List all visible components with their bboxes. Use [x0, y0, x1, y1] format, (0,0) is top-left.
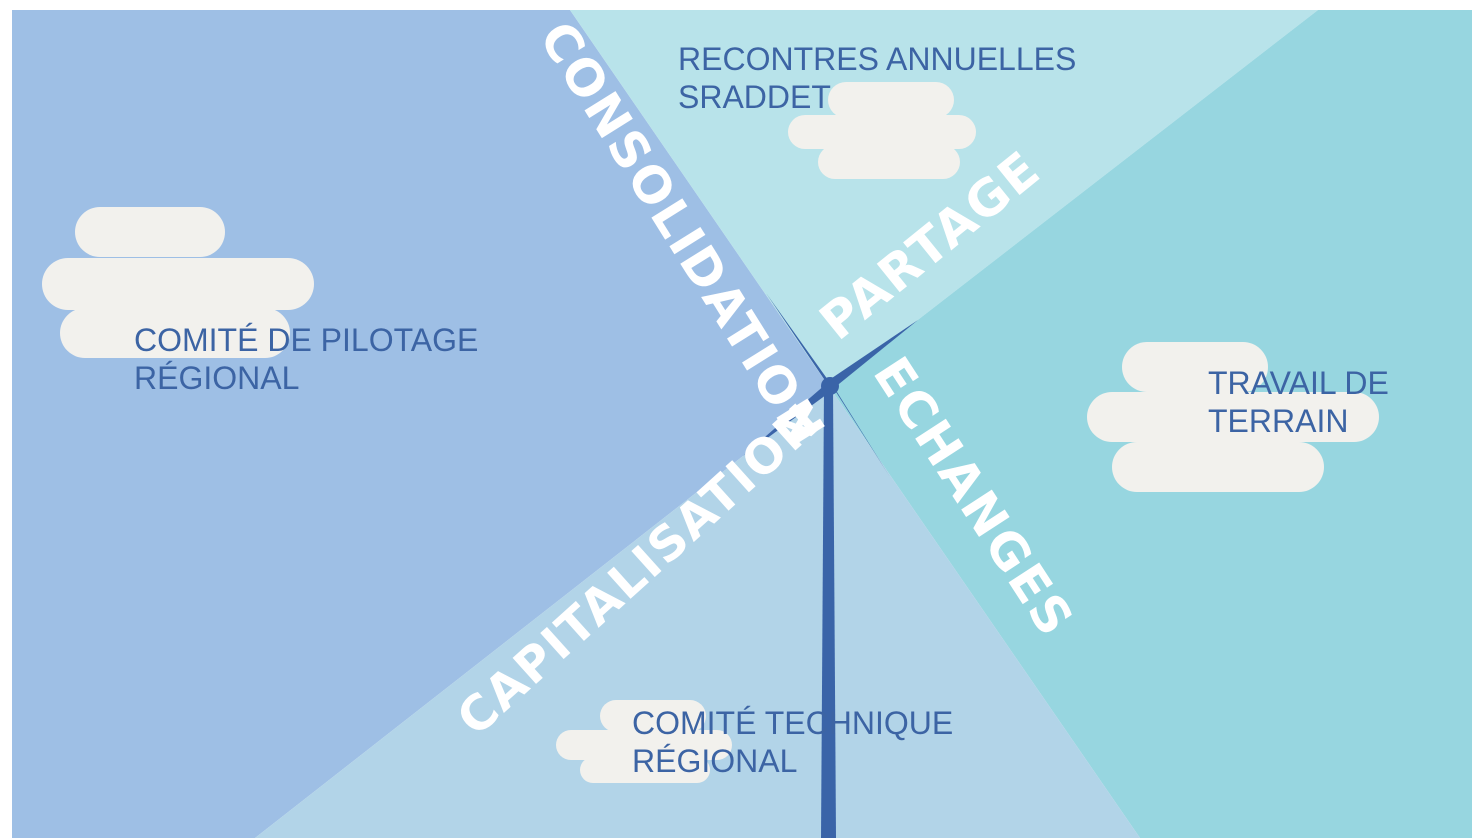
- cloud-shape: [788, 82, 976, 179]
- caption-line: COMITÉ TECHNIQUE: [632, 705, 954, 741]
- turbine-mast: [821, 388, 836, 838]
- caption-line: RÉGIONAL: [134, 360, 300, 396]
- wind-turbine-icon: [743, 293, 918, 838]
- turbine-blade: [832, 384, 890, 477]
- turbine-blade: [743, 384, 830, 456]
- turbine-blade: [829, 320, 918, 388]
- caption-comite-technique: COMITÉ TECHNIQUE RÉGIONAL: [632, 704, 953, 780]
- turbine-hub: [821, 377, 839, 395]
- cloud-shape: [1087, 342, 1379, 492]
- caption-line: SRADDET: [678, 79, 831, 115]
- caption-line: RECONTRES ANNUELLES: [678, 41, 1077, 77]
- sector-top-background: [570, 10, 1318, 388]
- cloud-shape: [42, 207, 314, 358]
- sector-bottom-background: [255, 388, 1140, 838]
- caption-comite-pilotage: COMITÉ DE PILOTAGE RÉGIONAL: [134, 321, 478, 397]
- caption-line: RÉGIONAL: [632, 743, 798, 779]
- caption-line: TERRAIN: [1208, 403, 1349, 439]
- turbine-blade: [766, 293, 833, 387]
- caption-travail-terrain: TRAVAIL DE TERRAIN: [1208, 364, 1389, 440]
- caption-line: COMITÉ DE PILOTAGE: [134, 322, 479, 358]
- caption-line: TRAVAIL DE: [1208, 365, 1389, 401]
- caption-rencontres-annuelles: RECONTRES ANNUELLES SRADDET: [678, 40, 1076, 116]
- cloud-shape: [556, 700, 732, 783]
